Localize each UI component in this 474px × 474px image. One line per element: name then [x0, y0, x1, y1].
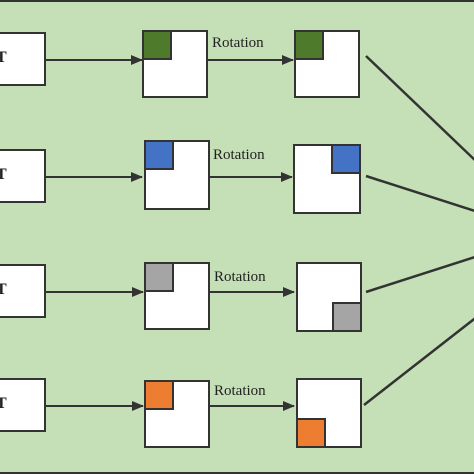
patched-image-4	[144, 380, 210, 448]
converge-line-2	[365, 174, 474, 213]
source-box-2: T	[0, 149, 46, 203]
color-patch-4	[144, 380, 174, 410]
rotation-label-2: Rotation	[213, 147, 265, 163]
patched-image-1	[142, 30, 208, 98]
color-patch-3	[144, 262, 174, 292]
source-label-4: T	[0, 395, 7, 413]
rotated-patch-4	[296, 418, 326, 448]
converge-line-3	[365, 255, 474, 294]
color-patch-1	[142, 30, 172, 60]
color-patch-2	[144, 140, 174, 170]
rotated-image-4	[296, 378, 362, 448]
patched-image-2	[144, 140, 210, 210]
source-box-1: T	[0, 32, 46, 86]
source-box-3: T	[0, 264, 46, 318]
source-label-2: T	[0, 166, 7, 184]
rotation-label-4: Rotation	[214, 383, 266, 399]
source-label-3: T	[0, 281, 7, 299]
converge-line-1	[365, 55, 474, 161]
source-label-1: T	[0, 49, 7, 67]
rotated-patch-2	[331, 144, 361, 174]
patched-image-3	[144, 262, 210, 330]
rotated-image-2	[293, 144, 361, 214]
rotated-image-1	[294, 30, 360, 98]
rotated-image-3	[296, 262, 362, 332]
rotation-label-1: Rotation	[212, 35, 264, 51]
rotated-patch-1	[294, 30, 324, 60]
converge-line-4	[363, 317, 474, 406]
source-box-4: T	[0, 378, 46, 432]
rotation-label-3: Rotation	[214, 269, 266, 285]
rotated-patch-3	[332, 302, 362, 332]
